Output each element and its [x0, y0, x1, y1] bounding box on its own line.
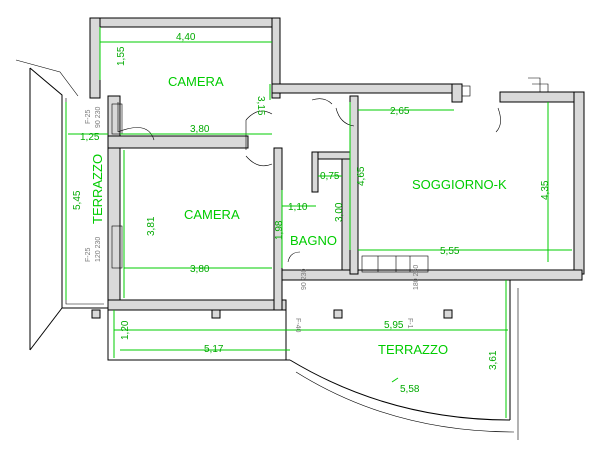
dim-315: 3,15: [255, 96, 266, 116]
dim-380-top: 3,80: [190, 124, 210, 135]
dim-545: 5,45: [72, 190, 83, 210]
room-label-soggiorno: SOGGIORNO-K: [412, 177, 507, 192]
dim-435: 4,35: [540, 180, 551, 200]
room-label-terrazzo-bottom: TERRAZZO: [378, 342, 448, 357]
pillars: [91, 309, 453, 319]
doors: [111, 98, 501, 273]
door-code-f40: F-40: [294, 318, 301, 333]
corner-detail: [461, 77, 549, 97]
dim-465: 4,65: [356, 166, 367, 186]
dim-440: 4,40: [176, 32, 196, 43]
door-size-f40: 90 230: [301, 268, 308, 290]
door-code-f1: F-1: [406, 318, 413, 329]
dim-558: 5,58: [400, 384, 420, 395]
door-size-f25-side: 120 230: [95, 237, 102, 262]
dim-075: 0,75: [320, 171, 340, 182]
dim-300: 3,00: [334, 202, 345, 222]
dim-555: 5,55: [440, 246, 460, 257]
terrazzo-bottom-outline: [107, 280, 519, 440]
dim-595: 5,95: [384, 320, 404, 331]
room-label-terrazzo-left: TERRAZZO: [90, 154, 105, 224]
dim-380-bottom: 3,80: [190, 264, 210, 275]
walls: [89, 17, 585, 311]
room-label-camera-bottom: CAMERA: [184, 207, 240, 222]
dim-517: 5,17: [204, 344, 224, 355]
dim-125: 1,25: [80, 132, 100, 143]
dim-265: 2,65: [390, 106, 410, 117]
door-code-f25-top: F-25: [85, 110, 92, 125]
dim-120: 1,20: [120, 320, 131, 340]
dim-155: 1,55: [116, 46, 127, 66]
door-code-f25-side: F-25: [85, 248, 92, 263]
door-size-f1: 180 230: [413, 265, 420, 290]
dimension-lines: [65, 27, 572, 418]
dim-110: 1,10: [288, 202, 308, 213]
room-label-camera-top: CAMERA: [168, 74, 224, 89]
dim-198: 1,98: [274, 220, 285, 240]
door-size-f25-top: 90 230: [95, 106, 102, 128]
room-label-bagno: BAGNO: [290, 233, 337, 248]
dim-381: 3,81: [146, 216, 157, 236]
dim-361: 3,61: [488, 350, 499, 370]
